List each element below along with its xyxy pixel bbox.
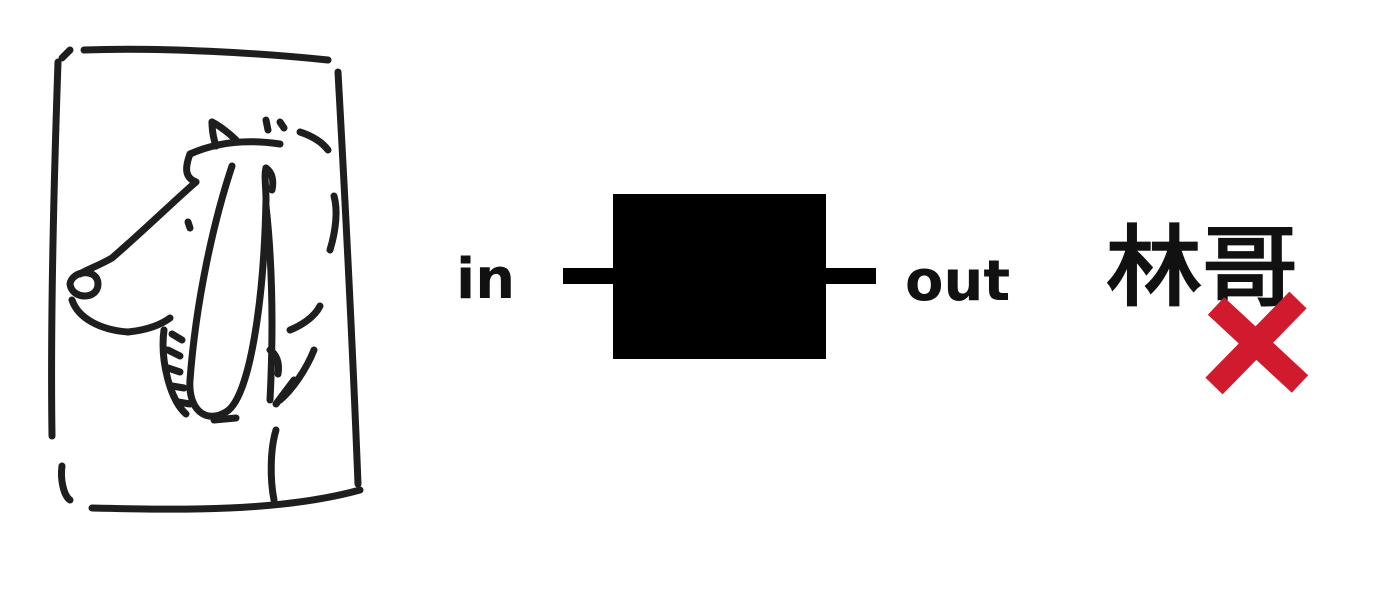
dog-sketch-icon — [66, 116, 340, 504]
picture-frame — [48, 45, 364, 513]
input-label: in — [456, 247, 515, 312]
output-value: 林哥 — [1106, 216, 1298, 319]
black-box — [613, 194, 826, 359]
input-picture — [48, 45, 364, 513]
red-x-icon — [1205, 291, 1309, 395]
input-connector — [563, 268, 615, 284]
output-label: out — [905, 249, 1010, 314]
output-connector — [824, 268, 876, 284]
